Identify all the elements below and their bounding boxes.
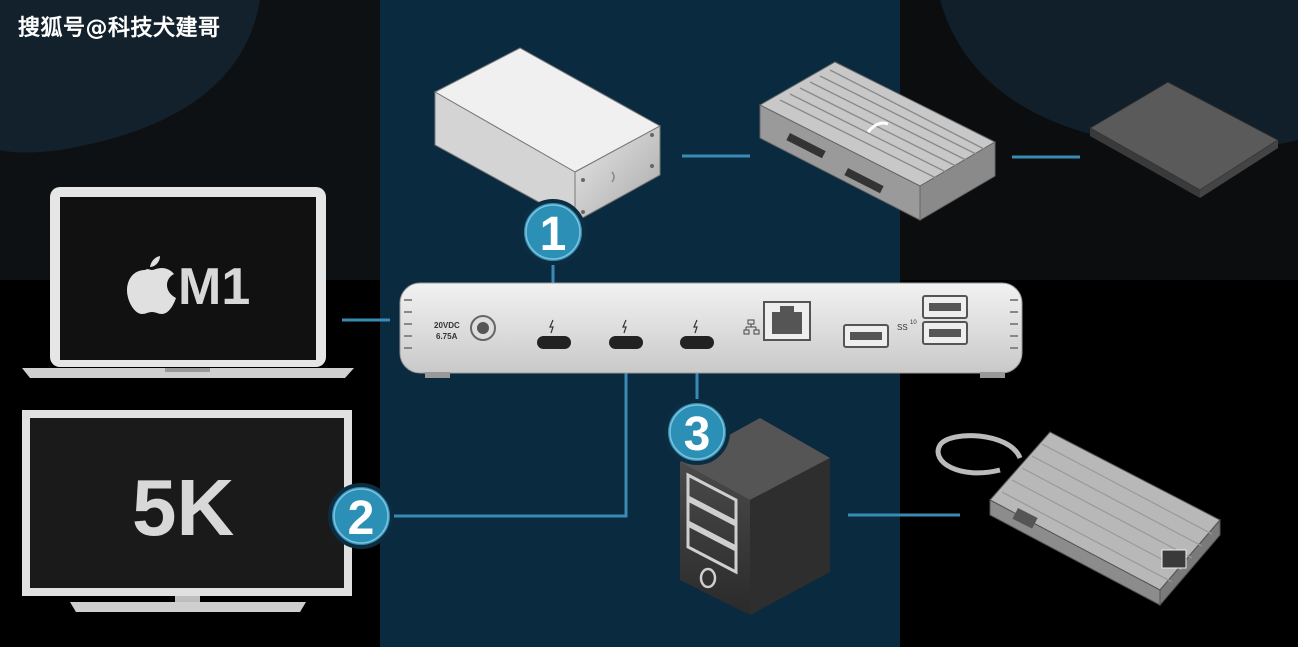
apple-logo-icon xyxy=(127,256,176,314)
finned-hub xyxy=(758,61,997,221)
badge-number: 3 xyxy=(684,408,711,461)
svg-text:10: 10 xyxy=(910,320,917,326)
external-drive xyxy=(1088,81,1279,198)
thunderbolt-port-3 xyxy=(680,319,714,349)
watermark: 搜狐号@科技犬建哥 xyxy=(18,16,221,41)
ethernet-port xyxy=(743,301,811,341)
power-label-current: 6.75A xyxy=(436,332,458,341)
dock: 20VDC 6.75A xyxy=(399,282,1023,378)
usb-a-port-pair xyxy=(922,295,968,345)
thunderbolt-icon xyxy=(622,319,627,334)
desktop-pc xyxy=(680,418,830,615)
thunderbolt-icon xyxy=(549,319,554,334)
thunderbolt-port-1 xyxy=(537,319,571,349)
dc-power-port xyxy=(470,315,496,341)
badge-number: 1 xyxy=(540,208,567,261)
thunderbolt-icon xyxy=(693,319,698,334)
monitor: 5K xyxy=(22,410,352,612)
badge-number: 2 xyxy=(348,492,375,545)
thunderbolt-port-2 xyxy=(609,319,643,349)
svg-text:SS: SS xyxy=(897,323,908,332)
monitor-resolution-label: 5K xyxy=(132,463,234,552)
laptop-chip-label: M1 xyxy=(178,258,250,316)
badge-2: 2 xyxy=(328,483,394,549)
usb-a-port-single xyxy=(843,324,889,348)
storage-enclosure xyxy=(433,47,662,223)
badge-3: 3 xyxy=(664,399,730,465)
badge-1: 1 xyxy=(520,199,586,265)
usb-ss-icon: SS 10 xyxy=(897,320,917,332)
power-label-voltage: 20VDC xyxy=(434,321,460,330)
network-adapter xyxy=(935,431,1221,607)
ethernet-icon xyxy=(743,319,760,335)
laptop: M1 xyxy=(22,187,354,378)
line-port2-monitor xyxy=(392,360,628,518)
